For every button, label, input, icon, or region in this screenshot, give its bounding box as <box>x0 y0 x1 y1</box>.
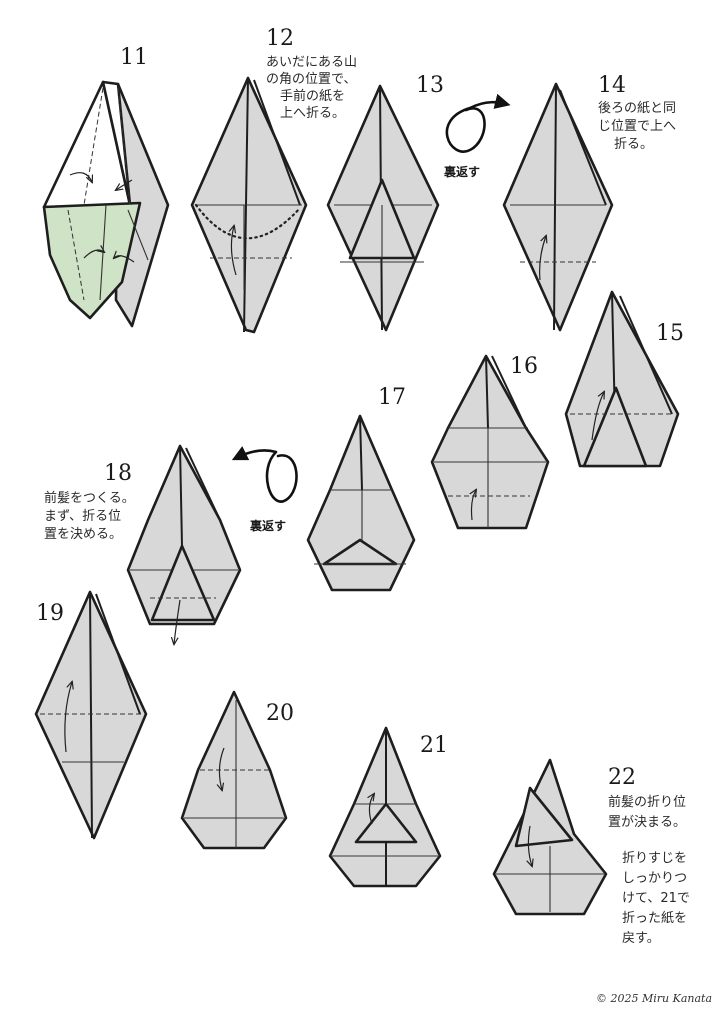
step-17-figure <box>306 414 416 592</box>
step-12-note: あいだにある山 の角の位置で、 手前の紙を 上へ折る。 <box>266 55 357 121</box>
step-number-16: 16 <box>510 354 538 379</box>
step-12-note-line: の角の位置で、 <box>266 72 356 87</box>
step-11-figure <box>42 80 170 328</box>
step-14: 14 後ろの紙と同 じ位置で上へ 折る。 <box>502 73 676 332</box>
step-number-12: 12 <box>266 26 294 51</box>
step-22-note-line: 置が決まる。 <box>608 815 686 830</box>
step-number-19: 19 <box>36 601 64 626</box>
step-13: 13 裏返す <box>326 73 506 332</box>
flip-indicator-17: 裏返す <box>236 450 298 533</box>
step-18-figure <box>126 444 242 644</box>
step-14-note-line: 後ろの紙と同 <box>598 101 676 116</box>
step-13-figure <box>326 84 440 332</box>
step-14-note-line: 折る。 <box>614 137 653 152</box>
step-17: 17 裏返す <box>236 385 416 592</box>
step-22-note-line: 折りすじを <box>622 851 687 866</box>
step-number-20: 20 <box>266 701 294 726</box>
step-19: 19 <box>34 590 148 840</box>
step-22-note-line: 折った紙を <box>622 911 687 926</box>
step-18-note-line: まず、折る位 <box>44 509 121 524</box>
step-21-figure <box>328 726 442 888</box>
step-16: 16 <box>430 354 550 530</box>
step-number-14: 14 <box>598 73 626 98</box>
step-18: 18 前髪をつくる。 まず、折る位 置を決める。 <box>44 444 242 644</box>
step-20-figure <box>180 690 288 850</box>
step-number-15: 15 <box>656 321 684 346</box>
step-21: 21 <box>328 726 448 888</box>
step-18-note: 前髪をつくる。 まず、折る位 置を決める。 <box>44 490 135 542</box>
flip-label: 裏返す <box>249 518 286 533</box>
step-number-11: 11 <box>120 45 148 70</box>
copyright: © 2025 Miru Kanata <box>596 992 712 1005</box>
step-12-note-line: 上へ折る。 <box>280 106 345 121</box>
step-14-figure <box>502 82 614 332</box>
flip-indicator-13: 裏返す <box>443 102 506 179</box>
step-number-21: 21 <box>420 733 448 758</box>
step-22: 22 前髪の折り位 置が決まる。 折りすじを しっかりつ けて、21で 折った紙… <box>492 758 690 946</box>
step-11: 11 <box>42 45 170 328</box>
step-14-note-line: じ位置で上へ <box>598 119 676 134</box>
step-number-22: 22 <box>608 765 636 790</box>
step-18-note-line: 前髪をつくる。 <box>44 490 135 506</box>
step-12-figure <box>190 76 308 334</box>
step-22-note-line: 戻す。 <box>622 931 660 946</box>
step-22-note-line: 前髪の折り位 <box>608 794 686 810</box>
flip-label: 裏返す <box>443 164 480 179</box>
step-15: 15 <box>564 290 684 468</box>
step-12-note-line: あいだにある山 <box>266 55 357 70</box>
step-22-note: 前髪の折り位 置が決まる。 折りすじを しっかりつ けて、21で 折った紙を 戻… <box>608 794 690 946</box>
step-number-17: 17 <box>378 385 406 410</box>
step-12-note-line: 手前の紙を <box>280 88 345 104</box>
step-22-figure <box>492 758 608 916</box>
step-22-note-line: しっかりつ <box>622 871 687 886</box>
step-22-note-line: けて、21で <box>622 891 690 906</box>
step-18-note-line: 置を決める。 <box>44 527 122 542</box>
step-20: 20 <box>180 690 294 850</box>
step-16-figure <box>430 354 550 530</box>
step-19-figure <box>34 590 148 840</box>
step-14-note: 後ろの紙と同 じ位置で上へ 折る。 <box>598 101 676 152</box>
step-12: 12 あいだにある山 の角の位置で、 手前の紙を 上へ折る。 <box>190 26 357 334</box>
step-15-figure <box>564 290 680 468</box>
step-number-13: 13 <box>416 73 444 98</box>
step-number-18: 18 <box>104 461 132 486</box>
